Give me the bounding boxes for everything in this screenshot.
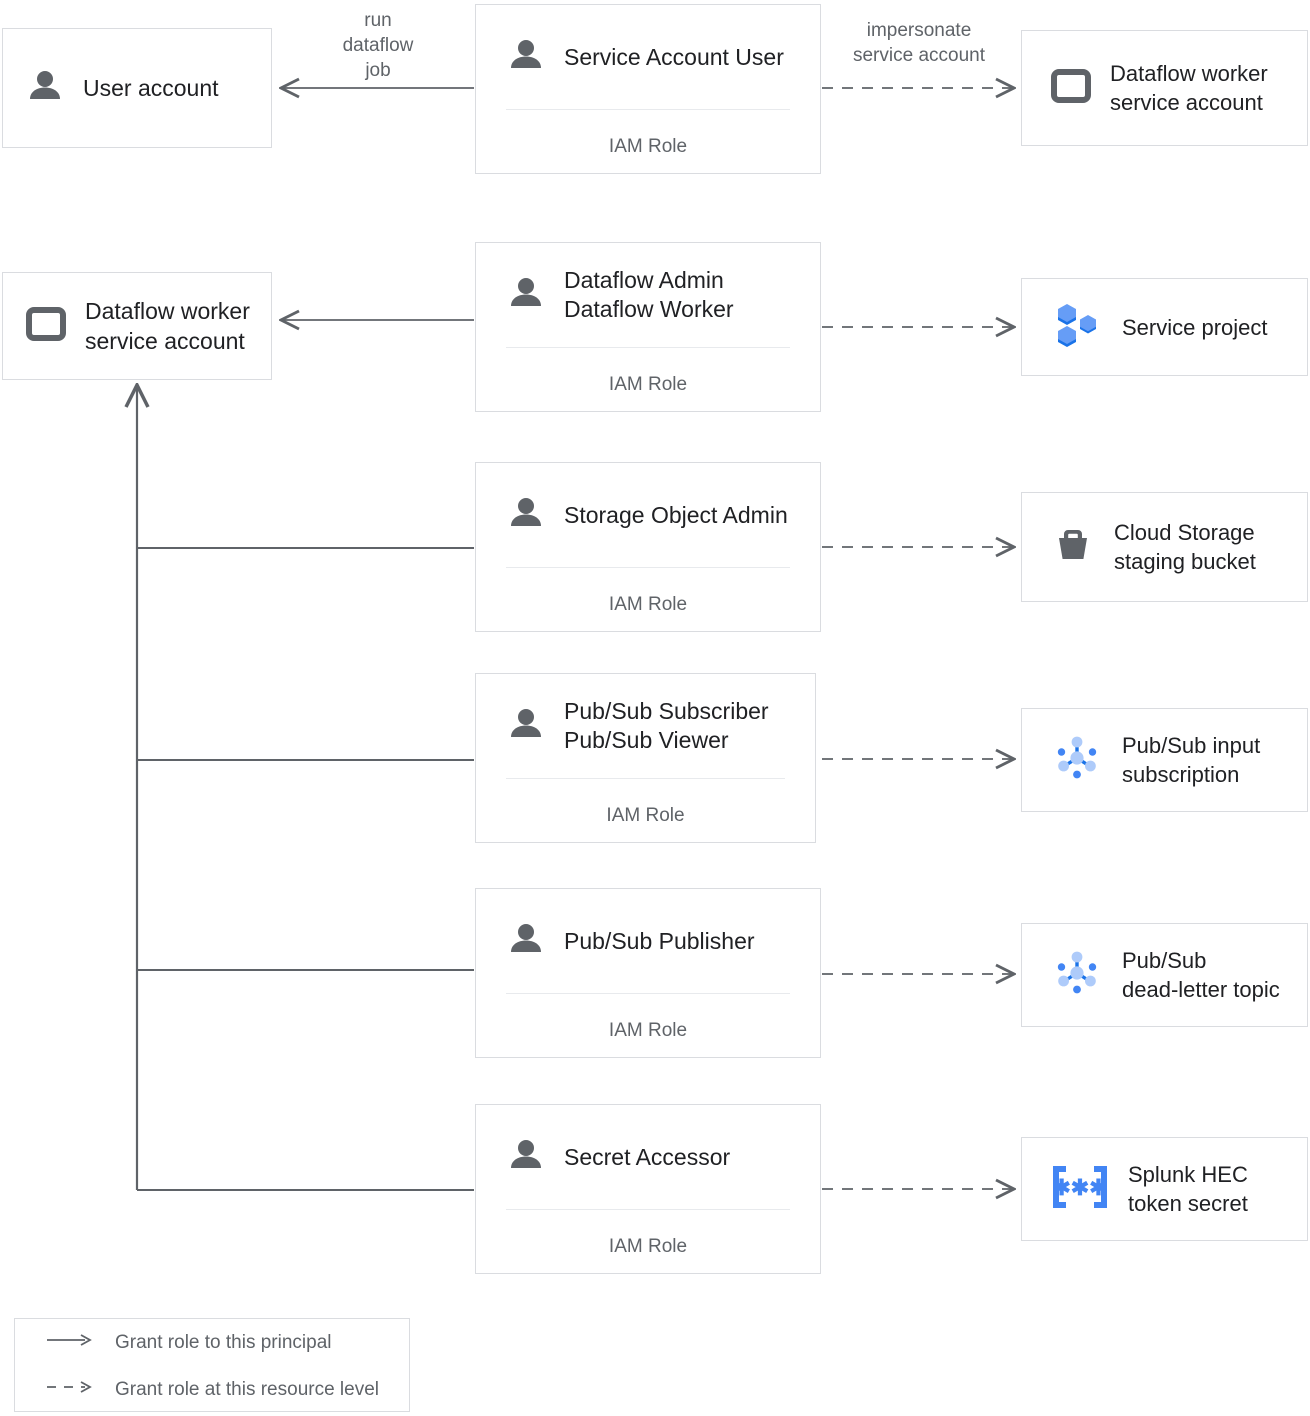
- cloud-storage-bucket-icon: [1050, 522, 1096, 573]
- person-icon: [506, 919, 546, 964]
- role-card-header: Pub/Sub Publisher: [476, 889, 820, 993]
- resource-pubsub-dead-letter-topic[interactable]: Pub/Sub dead-letter topic: [1021, 923, 1308, 1027]
- edge-label-impersonate-service-account: impersonate service account: [852, 20, 985, 66]
- legend-item-dashed-arrow: Grant role at this resource level: [15, 1366, 409, 1413]
- resource-label: Cloud Storage staging bucket: [1114, 520, 1256, 574]
- solid-arrow-icon: [45, 1333, 93, 1352]
- role-card-subtitle: IAM Role: [608, 594, 688, 615]
- resource-label: Pub/Sub input subscription: [1122, 733, 1261, 787]
- role-card-header: Secret Accessor: [476, 1105, 820, 1209]
- role-card-divider: [506, 778, 785, 779]
- legend-label: Grant role at this resource level: [115, 1378, 380, 1400]
- role-card-divider: [506, 109, 790, 110]
- resource-splunk-hec-token-secret[interactable]: ✱✱✱ Splunk HEC token secret: [1021, 1137, 1308, 1241]
- role-card-subtitle: IAM Role: [608, 1236, 688, 1257]
- role-card-subtitle: IAM Role: [608, 136, 688, 157]
- resource-label: Pub/Sub dead-letter topic: [1122, 948, 1280, 1002]
- principal-user-account[interactable]: User account: [2, 28, 272, 148]
- edge-label-run-dataflow-job: run dataflow job: [342, 10, 414, 81]
- resource-pubsub-input-subscription[interactable]: Pub/Sub input subscription: [1021, 708, 1308, 812]
- role-card-header: Pub/Sub Subscriber Pub/Sub Viewer: [476, 674, 815, 778]
- role-card-divider: [506, 993, 790, 994]
- dashed-arrow-icon: [45, 1380, 93, 1399]
- resource-label: Dataflow worker service account: [1110, 61, 1268, 115]
- resource-label: Service project: [1122, 314, 1268, 340]
- principal-dataflow-worker-service-account[interactable]: Dataflow worker service account: [2, 272, 272, 380]
- role-card-storage-object-admin[interactable]: Storage Object Admin IAM Role: [475, 462, 821, 632]
- project-hexagons-icon: [1050, 298, 1104, 357]
- role-name: Pub/Sub Subscriber Pub/Sub Viewer: [564, 698, 769, 753]
- role-card-dataflow-admin-worker[interactable]: Dataflow Admin Dataflow Worker IAM Role: [475, 242, 821, 412]
- role-card-divider: [506, 1209, 790, 1210]
- role-name: Pub/Sub Publisher: [564, 927, 755, 954]
- resource-label: Splunk HEC token secret: [1128, 1162, 1248, 1216]
- service-account-icon: [25, 303, 67, 350]
- role-card-header: Dataflow Admin Dataflow Worker: [476, 243, 820, 347]
- resource-cloud-storage-staging-bucket[interactable]: Cloud Storage staging bucket: [1021, 492, 1308, 602]
- pubsub-icon: [1050, 946, 1104, 1005]
- role-name: Storage Object Admin: [564, 501, 788, 528]
- role-card-pubsub-subscriber-viewer[interactable]: Pub/Sub Subscriber Pub/Sub Viewer IAM Ro…: [475, 673, 816, 843]
- role-card-subtitle: IAM Role: [606, 805, 685, 826]
- role-name: Service Account User: [564, 43, 784, 70]
- role-card-divider: [506, 347, 790, 348]
- resource-dataflow-worker-service-account[interactable]: Dataflow worker service account: [1021, 30, 1308, 146]
- principal-label: User account: [83, 75, 219, 101]
- legend-item-solid-arrow: Grant role to this principal: [15, 1319, 409, 1366]
- svg-text:✱✱✱: ✱✱✱: [1052, 1175, 1107, 1200]
- role-card-subtitle: IAM Role: [608, 374, 688, 395]
- person-icon: [506, 704, 546, 749]
- role-card-divider: [506, 567, 790, 568]
- role-card-header: Storage Object Admin: [476, 463, 820, 567]
- role-card-service-account-user[interactable]: Service Account User IAM Role: [475, 4, 821, 174]
- role-card-header: Service Account User: [476, 5, 820, 109]
- service-account-icon: [1050, 65, 1092, 112]
- secret-manager-icon: ✱✱✱: [1050, 1163, 1110, 1216]
- role-card-pubsub-publisher[interactable]: Pub/Sub Publisher IAM Role: [475, 888, 821, 1058]
- principal-label: Dataflow worker service account: [85, 298, 250, 354]
- role-name: Secret Accessor: [564, 1143, 731, 1170]
- role-card-subtitle: IAM Role: [608, 1020, 688, 1041]
- person-icon: [506, 273, 546, 318]
- role-name: Dataflow Admin Dataflow Worker: [564, 267, 734, 322]
- role-card-secret-accessor[interactable]: Secret Accessor IAM Role: [475, 1104, 821, 1274]
- person-icon: [25, 66, 65, 111]
- resource-service-project[interactable]: Service project: [1021, 278, 1308, 376]
- person-icon: [506, 35, 546, 80]
- legend: Grant role to this principal Grant role …: [14, 1318, 410, 1412]
- person-icon: [506, 1135, 546, 1180]
- person-icon: [506, 493, 546, 538]
- pubsub-icon: [1050, 731, 1104, 790]
- legend-label: Grant role to this principal: [115, 1331, 332, 1353]
